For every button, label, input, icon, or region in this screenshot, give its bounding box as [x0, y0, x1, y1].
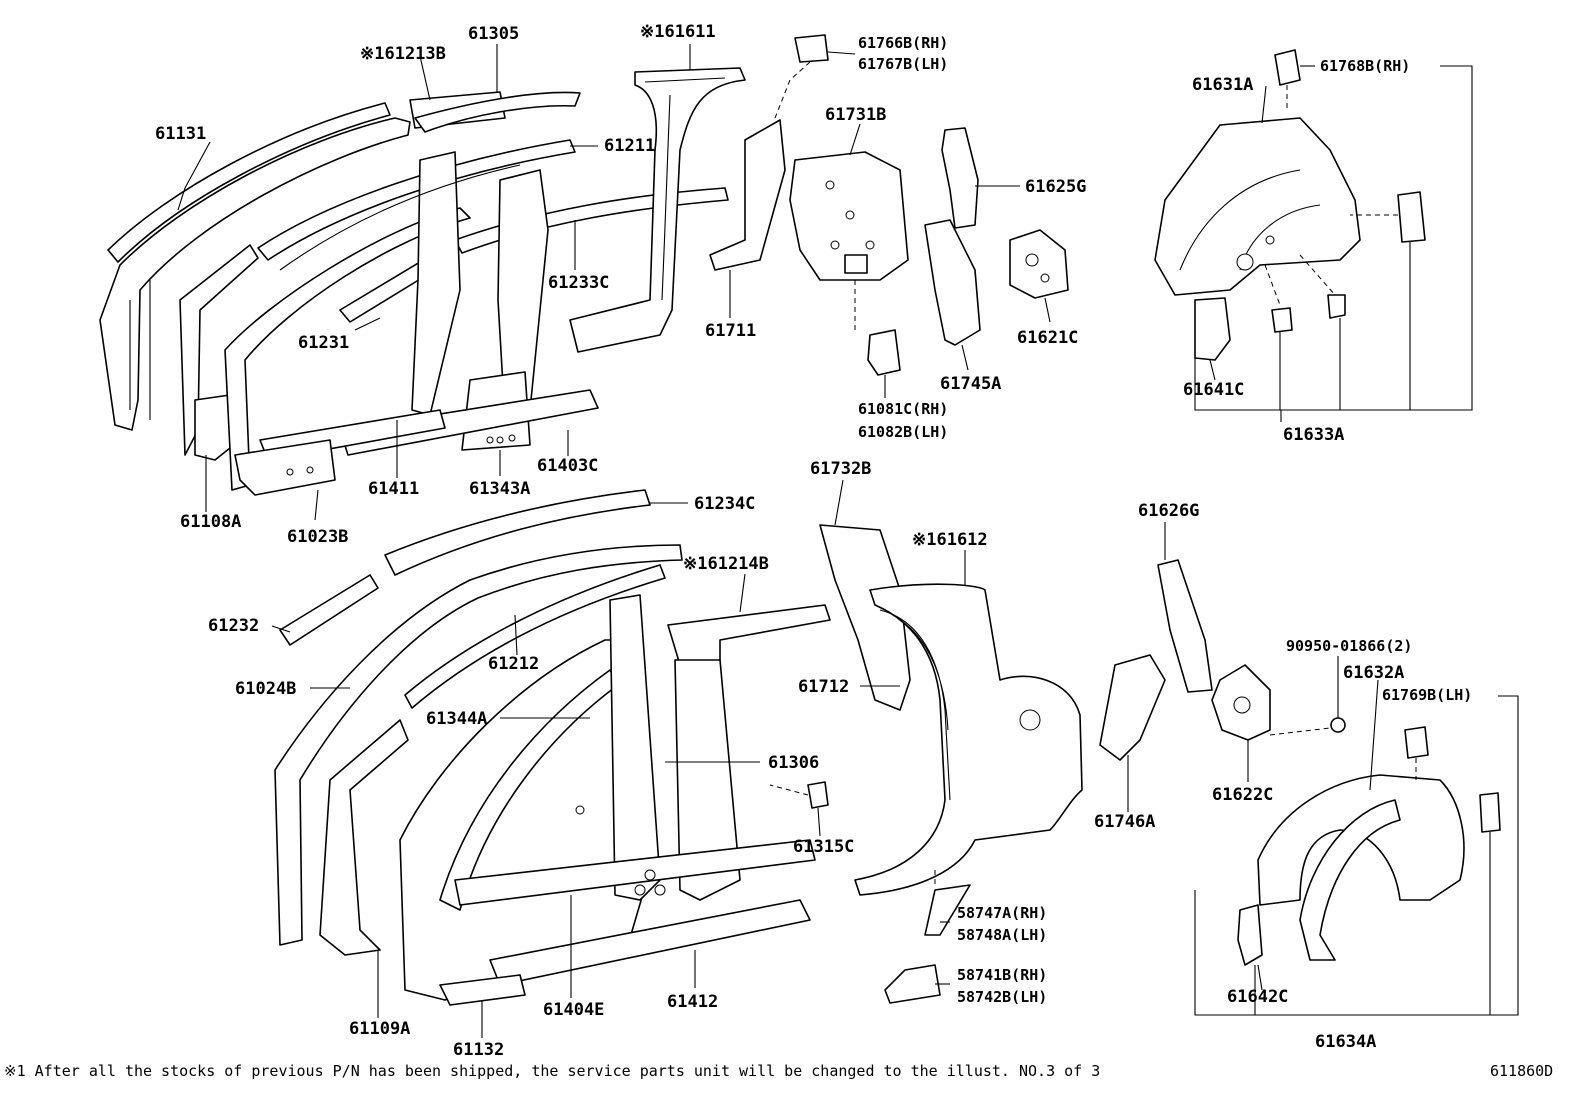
- label-61305: 61305: [468, 24, 519, 44]
- label-61109a: 61109A: [349, 1019, 410, 1039]
- quarter-panel-lower-drawing: [819, 524, 1083, 1004]
- label-61023b: 61023B: [287, 527, 348, 547]
- label-161611: ※161611: [640, 22, 716, 42]
- wheelhouse-upper-drawing: [1154, 49, 1473, 411]
- label-61343a: 61343A: [469, 479, 530, 499]
- label-61403c: 61403C: [537, 456, 598, 476]
- label-161214b: ※161214B: [683, 554, 769, 574]
- label-61711: 61711: [705, 321, 756, 341]
- label-61132: 61132: [453, 1040, 504, 1060]
- label-58747a: 58747A(RH): [957, 904, 1047, 922]
- label-61631a: 61631A: [1192, 75, 1253, 95]
- callout-labels: 61131 ※161213B 61305 ※161611 61766B(RH) …: [155, 22, 1472, 1060]
- label-61642c: 61642C: [1227, 987, 1288, 1007]
- label-61766b: 61766B(RH): [858, 34, 948, 52]
- label-61712: 61712: [798, 677, 849, 697]
- label-61769b: 61769B(LH): [1382, 686, 1472, 704]
- label-161213b: ※161213B: [360, 44, 446, 64]
- quarter-inner-upper-drawing: [569, 34, 1069, 376]
- label-61233c: 61233C: [548, 273, 609, 293]
- label-61626g: 61626G: [1138, 501, 1199, 521]
- label-61633a: 61633A: [1283, 425, 1344, 445]
- label-58742b: 58742B(LH): [957, 988, 1047, 1006]
- label-61315c: 61315C: [793, 837, 854, 857]
- label-58741b: 58741B(RH): [957, 966, 1047, 984]
- label-61231: 61231: [298, 333, 349, 353]
- label-61234c: 61234C: [694, 494, 755, 514]
- label-61625g: 61625G: [1025, 177, 1086, 197]
- side-panel-upper-drawing: [99, 91, 729, 496]
- label-61411: 61411: [368, 479, 419, 499]
- label-61768b: 61768B(RH): [1320, 57, 1410, 75]
- label-161612: ※161612: [912, 530, 988, 550]
- label-61641c: 61641C: [1183, 380, 1244, 400]
- label-61404e: 61404E: [543, 1000, 604, 1020]
- label-58748a: 58748A(LH): [957, 926, 1047, 944]
- label-61632a: 61632A: [1343, 663, 1404, 683]
- label-90950: 90950-01866(2): [1286, 637, 1412, 655]
- label-61212: 61212: [488, 654, 539, 674]
- wheelhouse-lower-drawing: [1099, 559, 1519, 1016]
- label-61082b: 61082B(LH): [858, 423, 948, 441]
- label-61767b: 61767B(LH): [858, 55, 948, 73]
- label-61131: 61131: [155, 124, 206, 144]
- label-61108a: 61108A: [180, 512, 241, 532]
- label-61306: 61306: [768, 753, 819, 773]
- label-61412: 61412: [667, 992, 718, 1012]
- label-61024b: 61024B: [235, 679, 296, 699]
- label-61731b: 61731B: [825, 105, 886, 125]
- label-61621c: 61621C: [1017, 328, 1078, 348]
- leader-lines: [177, 44, 1500, 1038]
- label-61732b: 61732B: [810, 459, 871, 479]
- label-61232: 61232: [208, 616, 259, 636]
- side-panel-lower-drawing: [274, 489, 831, 1006]
- label-61746a: 61746A: [1094, 812, 1155, 832]
- footnote: ※1 After all the stocks of previous P/N …: [4, 1062, 1100, 1080]
- label-61211: 61211: [604, 136, 655, 156]
- label-61344a: 61344A: [426, 709, 487, 729]
- label-61634a: 61634A: [1315, 1032, 1376, 1052]
- label-61081c: 61081C(RH): [858, 400, 948, 418]
- figure-code: 611860D: [1490, 1062, 1553, 1080]
- label-61622c: 61622C: [1212, 785, 1273, 805]
- label-61745a: 61745A: [940, 374, 1001, 394]
